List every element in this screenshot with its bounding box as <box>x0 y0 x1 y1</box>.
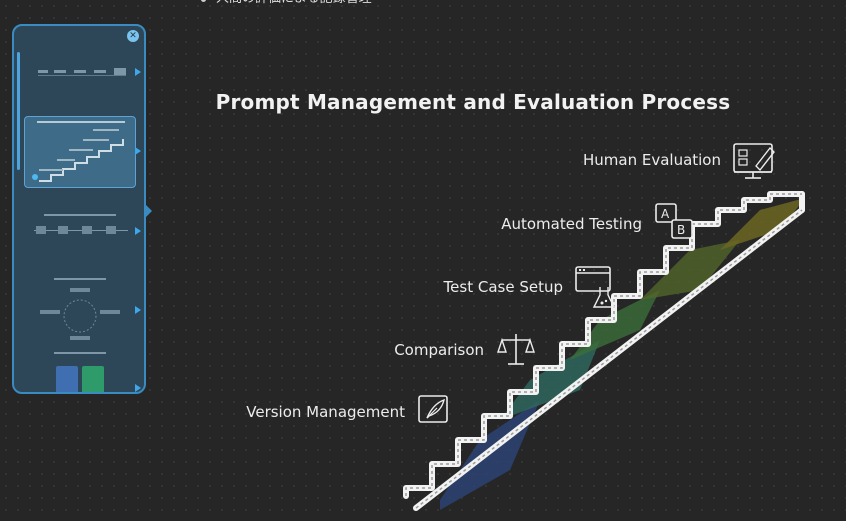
svg-text:B: B <box>677 223 685 237</box>
feather-pen-icon <box>417 394 451 430</box>
thumbnail-arrow-icon <box>135 306 141 314</box>
slide-thumbnail-panel: ✕ <box>12 24 146 394</box>
diagram-title: Prompt Management and Evaluation Process <box>215 90 731 114</box>
step-label-comparison: Comparison <box>394 341 484 359</box>
monitor-edit-icon <box>732 140 778 186</box>
svg-text:A: A <box>661 207 670 221</box>
slide-thumbnail-4[interactable] <box>24 272 136 348</box>
panel-pointer <box>146 205 152 217</box>
thumbnail-arrow-icon <box>135 227 141 235</box>
thumbnail-arrow-icon <box>135 384 141 392</box>
slide-thumbnail-2[interactable] <box>24 116 136 188</box>
thumbnail-arrow-icon <box>135 68 141 76</box>
bullet-list: 人間の評価による記録管理 <box>198 0 372 10</box>
bullet-item: 人間の評価による記録管理 <box>198 0 372 10</box>
balance-scale-icon <box>496 330 540 372</box>
thumbnail-arrow-icon <box>135 147 141 155</box>
step-label-test-case-setup: Test Case Setup <box>443 278 563 296</box>
browser-flask-icon <box>574 265 620 315</box>
panel-scrollbar[interactable] <box>17 52 20 170</box>
slide-thumbnail-5[interactable] <box>24 348 136 392</box>
step-label-version-management: Version Management <box>246 403 405 421</box>
slide-thumbnail-3[interactable] <box>24 208 136 254</box>
slide-thumbnail-1[interactable] <box>24 56 136 116</box>
close-icon[interactable]: ✕ <box>127 30 139 42</box>
step-label-automated-testing: Automated Testing <box>501 215 642 233</box>
step-label-human-evaluation: Human Evaluation <box>582 151 721 169</box>
